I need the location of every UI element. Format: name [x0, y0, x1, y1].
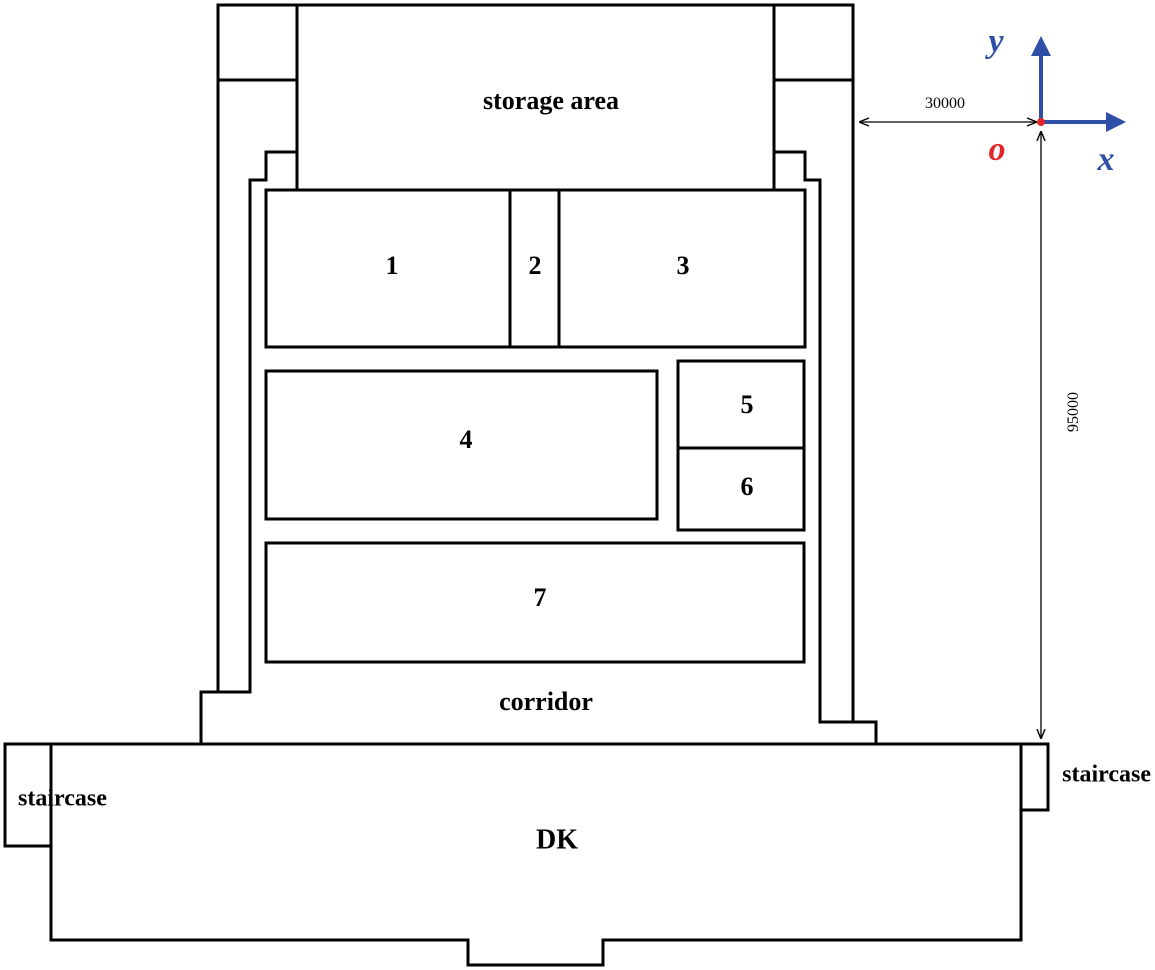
- staircase-left-box: [3, 742, 53, 848]
- room-4: [264, 369, 659, 521]
- corridor-label: corridor: [499, 687, 593, 716]
- dk-label: DK: [536, 824, 578, 855]
- y-axis-label: y: [984, 23, 1004, 60]
- room-3-label: 3: [677, 251, 690, 280]
- origin-point: [1037, 118, 1045, 126]
- room-6-label: 6: [741, 472, 754, 501]
- room-5-label: 5: [741, 390, 754, 419]
- room-1: [264, 188, 512, 349]
- room-7: [264, 541, 806, 664]
- room-6: [676, 446, 806, 532]
- room-5: [676, 359, 806, 450]
- room-2-label: 2: [529, 251, 542, 280]
- staircase-left-label: staircase: [18, 786, 107, 812]
- dimension-label-vertical: 95000: [1065, 392, 1082, 432]
- room-2: [508, 188, 561, 349]
- storage-area-label: storage area: [483, 86, 619, 115]
- room-7-label: 7: [534, 583, 547, 612]
- origin-label: o: [989, 131, 1006, 168]
- staircase-right-label: staircase: [1062, 762, 1151, 788]
- room-4-label: 4: [460, 425, 473, 454]
- staircase-right-box: [1019, 742, 1050, 812]
- x-axis-label: x: [1097, 141, 1115, 178]
- room-1-label: 1: [386, 251, 399, 280]
- dimension-label-horizontal: 30000: [925, 95, 965, 112]
- room-3: [557, 188, 807, 349]
